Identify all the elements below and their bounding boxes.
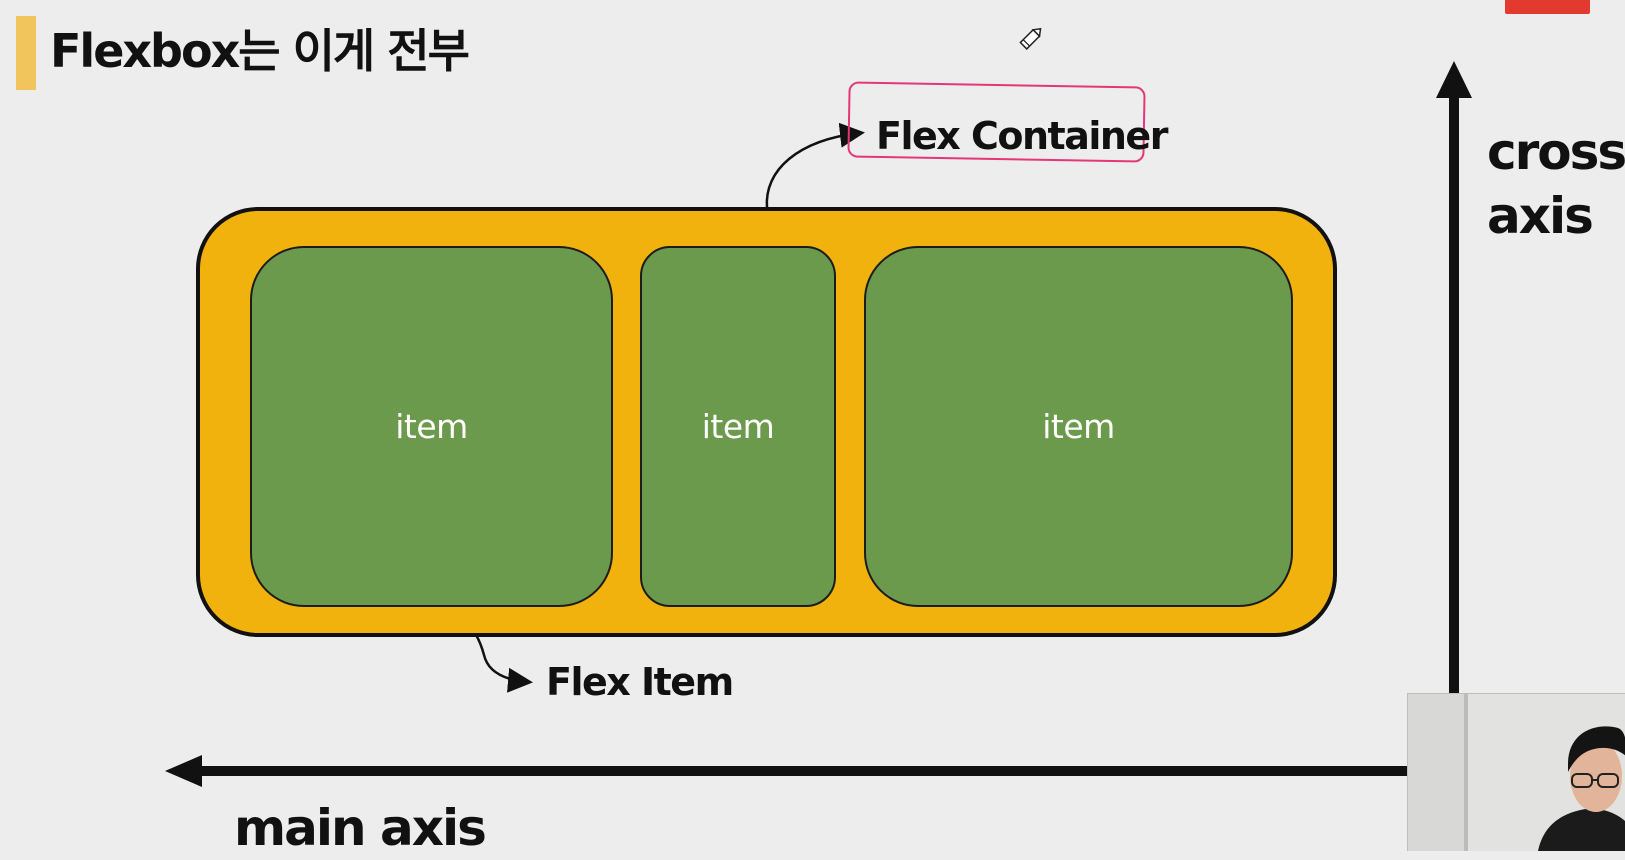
- arrow-left-icon: [165, 755, 202, 787]
- page-title: Flexbox는 이게 전부: [50, 24, 470, 78]
- pen-cursor-icon: [1019, 27, 1042, 50]
- arrow-up-icon: [1436, 61, 1472, 98]
- flex-item-callout: Flex Item: [546, 660, 734, 704]
- live-badge: [1505, 0, 1590, 14]
- flex-item-label: item: [395, 407, 468, 446]
- flex-item-label: item: [701, 407, 775, 446]
- flex-item-3: item: [864, 246, 1293, 607]
- title-accent-bar: [16, 16, 36, 90]
- cross-axis-label: cross axis: [1487, 123, 1625, 245]
- flex-container-box: item item item: [196, 207, 1337, 637]
- flex-item-label: item: [1042, 407, 1115, 446]
- flex-item-2: item: [640, 246, 836, 607]
- presenter-webcam: [1407, 693, 1625, 851]
- main-axis-label: main axis: [234, 799, 487, 857]
- webcam-wall-edge: [1464, 694, 1468, 851]
- presenter-avatar: [1538, 726, 1625, 851]
- flex-item-1: item: [250, 246, 613, 607]
- container-pointer: [765, 122, 865, 209]
- flex-container-label: Flex Container: [876, 114, 1168, 158]
